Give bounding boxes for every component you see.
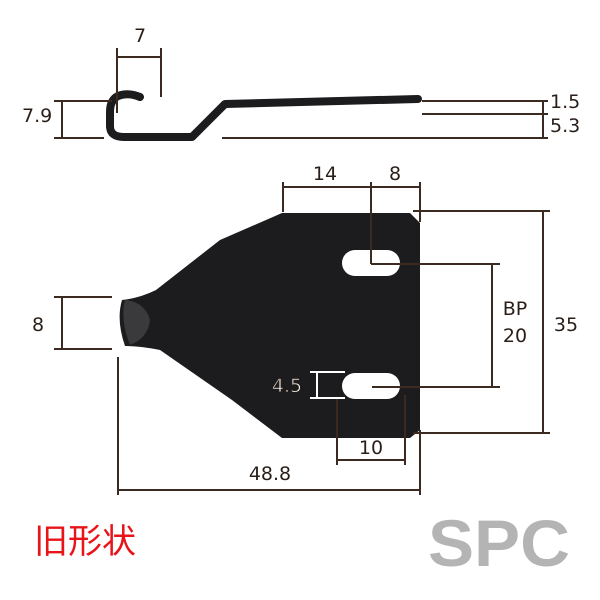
slot-width-label: 4.5 — [272, 375, 302, 397]
offset-label: 5.3 — [550, 115, 580, 137]
part-plate — [119, 213, 420, 438]
top-left-label: 14 — [313, 163, 337, 185]
bp-label: BP — [503, 298, 528, 320]
total-width-label: 48.8 — [249, 463, 291, 485]
plate-dimensions — [54, 182, 550, 495]
profile-dimensions — [54, 48, 548, 139]
caption: 旧形状 — [34, 522, 136, 562]
thickness-label: 1.5 — [550, 91, 580, 113]
bp-value: 20 — [503, 325, 527, 347]
logo: SPC — [428, 506, 570, 580]
profile-height-label: 7.9 — [22, 105, 52, 127]
profile-width-label: 7 — [134, 25, 146, 47]
slot-bottom — [342, 373, 400, 399]
tab-highlight — [123, 300, 150, 345]
part-profile — [106, 90, 422, 141]
height-label: 35 — [554, 314, 578, 336]
top-right-label: 8 — [389, 163, 401, 185]
tab-label: 8 — [32, 314, 44, 336]
slot-offset-label: 10 — [359, 437, 383, 459]
